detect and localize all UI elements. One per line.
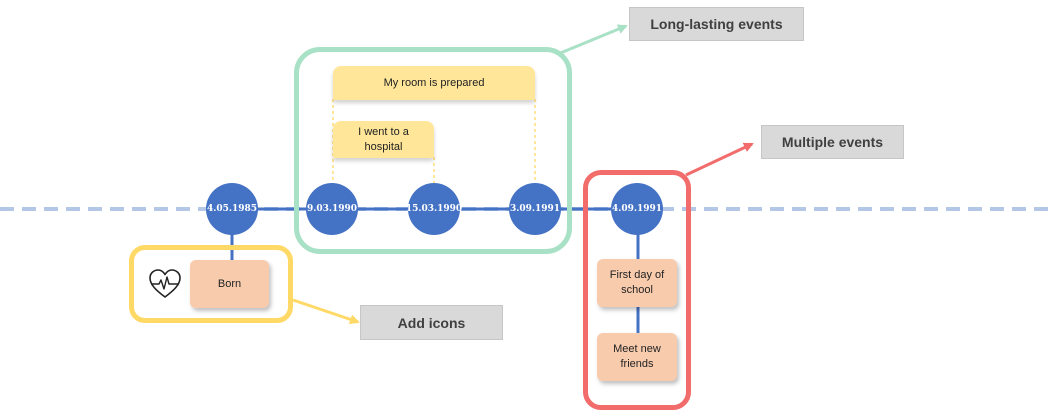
long-lasting-arrow [557, 24, 628, 56]
add-icons-frame [129, 245, 293, 323]
add-icons-callout-label: Add icons [397, 314, 466, 331]
school-event-card: First day of school [597, 259, 677, 307]
multiple-events-arrow [685, 142, 754, 177]
date-node-2: 9.03.1990 [306, 183, 358, 235]
room-event-label: My room is prepared [383, 76, 485, 89]
school-event-label: First day of school [609, 269, 665, 296]
date-node-5: 4.09.1991 [611, 183, 663, 235]
date-label-5: 4.09.1991 [611, 204, 663, 214]
add-icons-callout: Add icons [360, 305, 503, 340]
date-node-1: 4.05.1985 [206, 183, 258, 235]
long-lasting-frame [294, 47, 572, 254]
date-node-3: 15.03.1990 [405, 183, 463, 235]
multiple-events-callout-label: Multiple events [781, 134, 884, 150]
hospital-event-label: I went to a hospital [358, 125, 409, 153]
date-node-4: 3.09.1991 [509, 183, 561, 235]
friends-event-card: Meet new friends [597, 333, 677, 381]
born-event-label: Born [217, 277, 242, 290]
multiple-events-callout: Multiple events [761, 125, 904, 159]
date-label-1: 4.05.1985 [206, 204, 258, 214]
heart-pulse-icon [149, 269, 181, 298]
date-label-4: 3.09.1991 [509, 204, 561, 214]
born-event-card: Born [190, 260, 269, 308]
friends-event-label: Meet new friends [613, 343, 661, 370]
long-lasting-callout-label: Long-lasting events [650, 16, 783, 32]
room-event-card: My room is prepared [333, 66, 535, 100]
add-icons-arrow [292, 298, 360, 325]
multiple-events-frame [583, 170, 691, 410]
long-lasting-callout: Long-lasting events [629, 7, 804, 41]
date-label-2: 9.03.1990 [306, 204, 358, 214]
hospital-event-card: I went to a hospital [333, 121, 434, 158]
date-label-3: 15.03.1990 [405, 204, 463, 214]
